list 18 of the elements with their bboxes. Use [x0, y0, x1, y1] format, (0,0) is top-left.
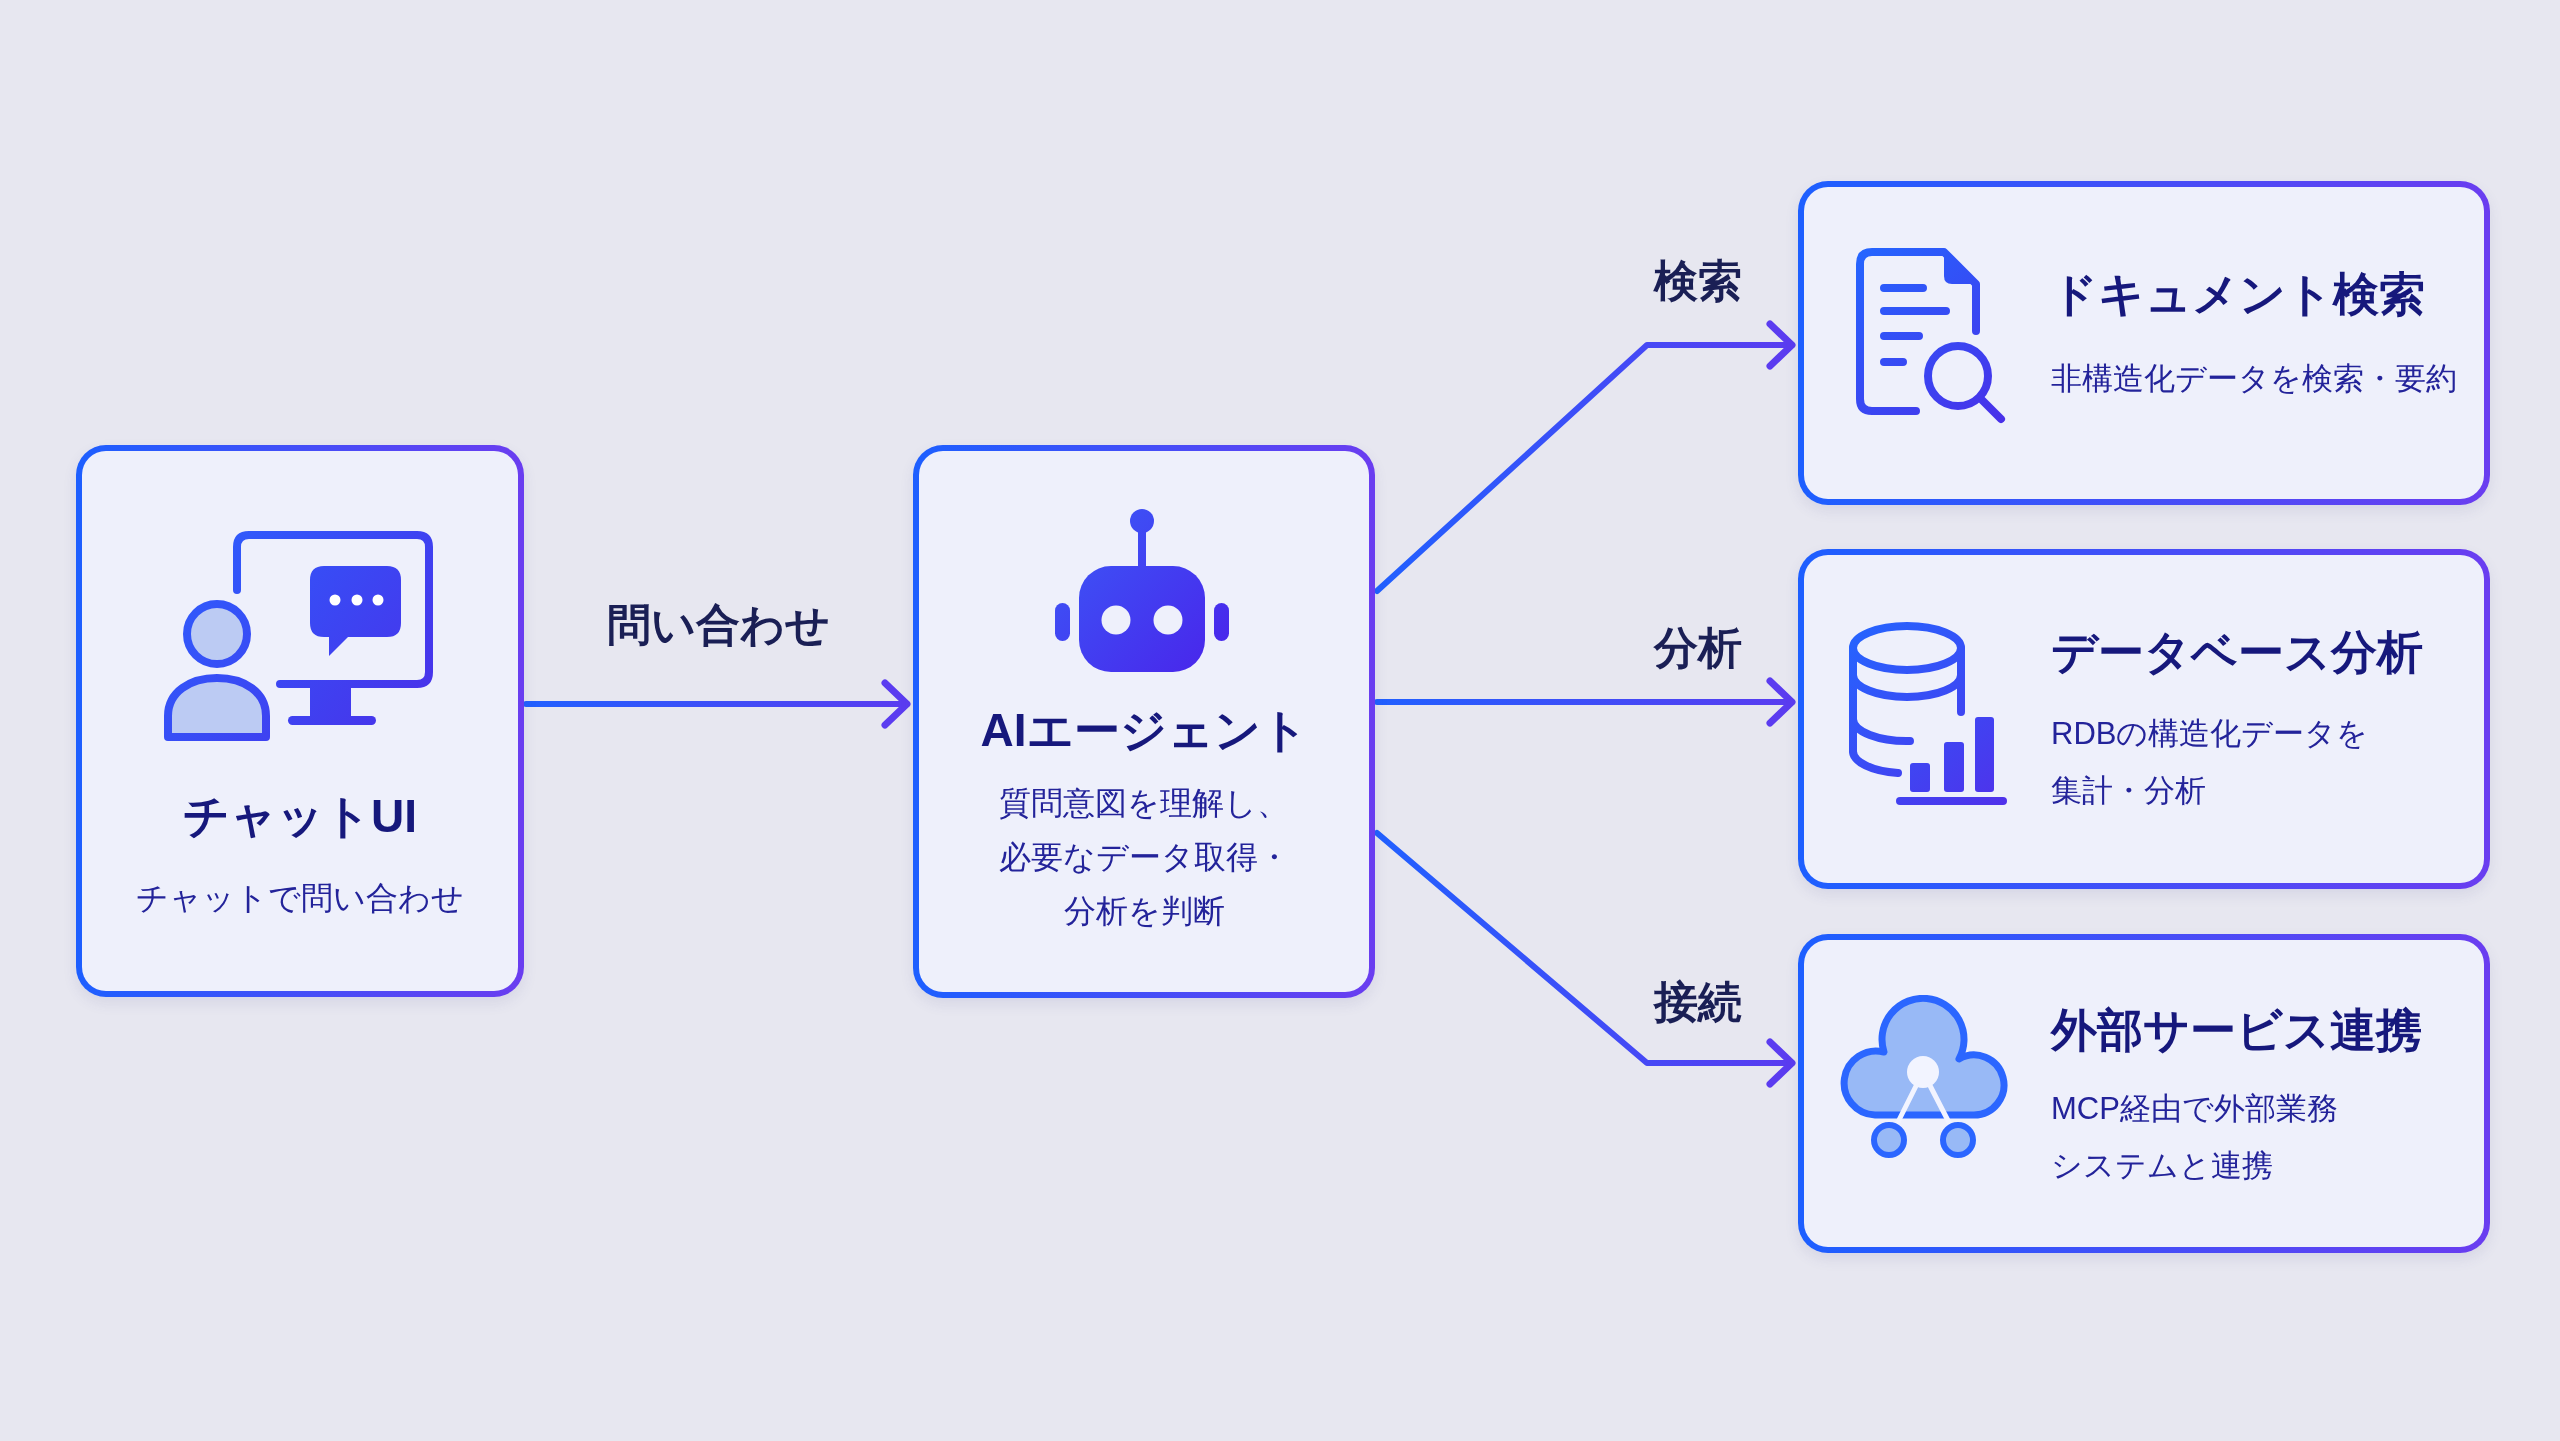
edge-label: 接続: [1654, 976, 1742, 1028]
box-title: 外部サービス連携: [2051, 1003, 2422, 1058]
box-description: 非構造化データを検索・要約: [2051, 360, 2457, 398]
arrow: [1374, 677, 1796, 727]
edge-label: 問い合わせ: [606, 599, 830, 651]
box-description: チャットで問い合わせ: [136, 879, 464, 918]
edge-label: 検索: [1654, 255, 1742, 307]
arrow: [1374, 830, 1796, 1088]
box-description: MCP経由で外部業務システムと連携: [2051, 1090, 2339, 1185]
box-description: 質問意図を理解し、必要なデータ取得・分析を判断: [997, 784, 1291, 931]
box-title: AIエージェント: [980, 703, 1308, 758]
box-title: ドキュメント検索: [2051, 267, 2425, 322]
edge-label: 分析: [1654, 622, 1742, 674]
box-description: RDBの構造化データを集計・分析: [2051, 715, 2370, 810]
arrow: [1374, 320, 1796, 594]
box-title: データベース分析: [2051, 625, 2423, 680]
box-title: チャットUI: [183, 789, 417, 844]
arrow: [523, 679, 911, 729]
